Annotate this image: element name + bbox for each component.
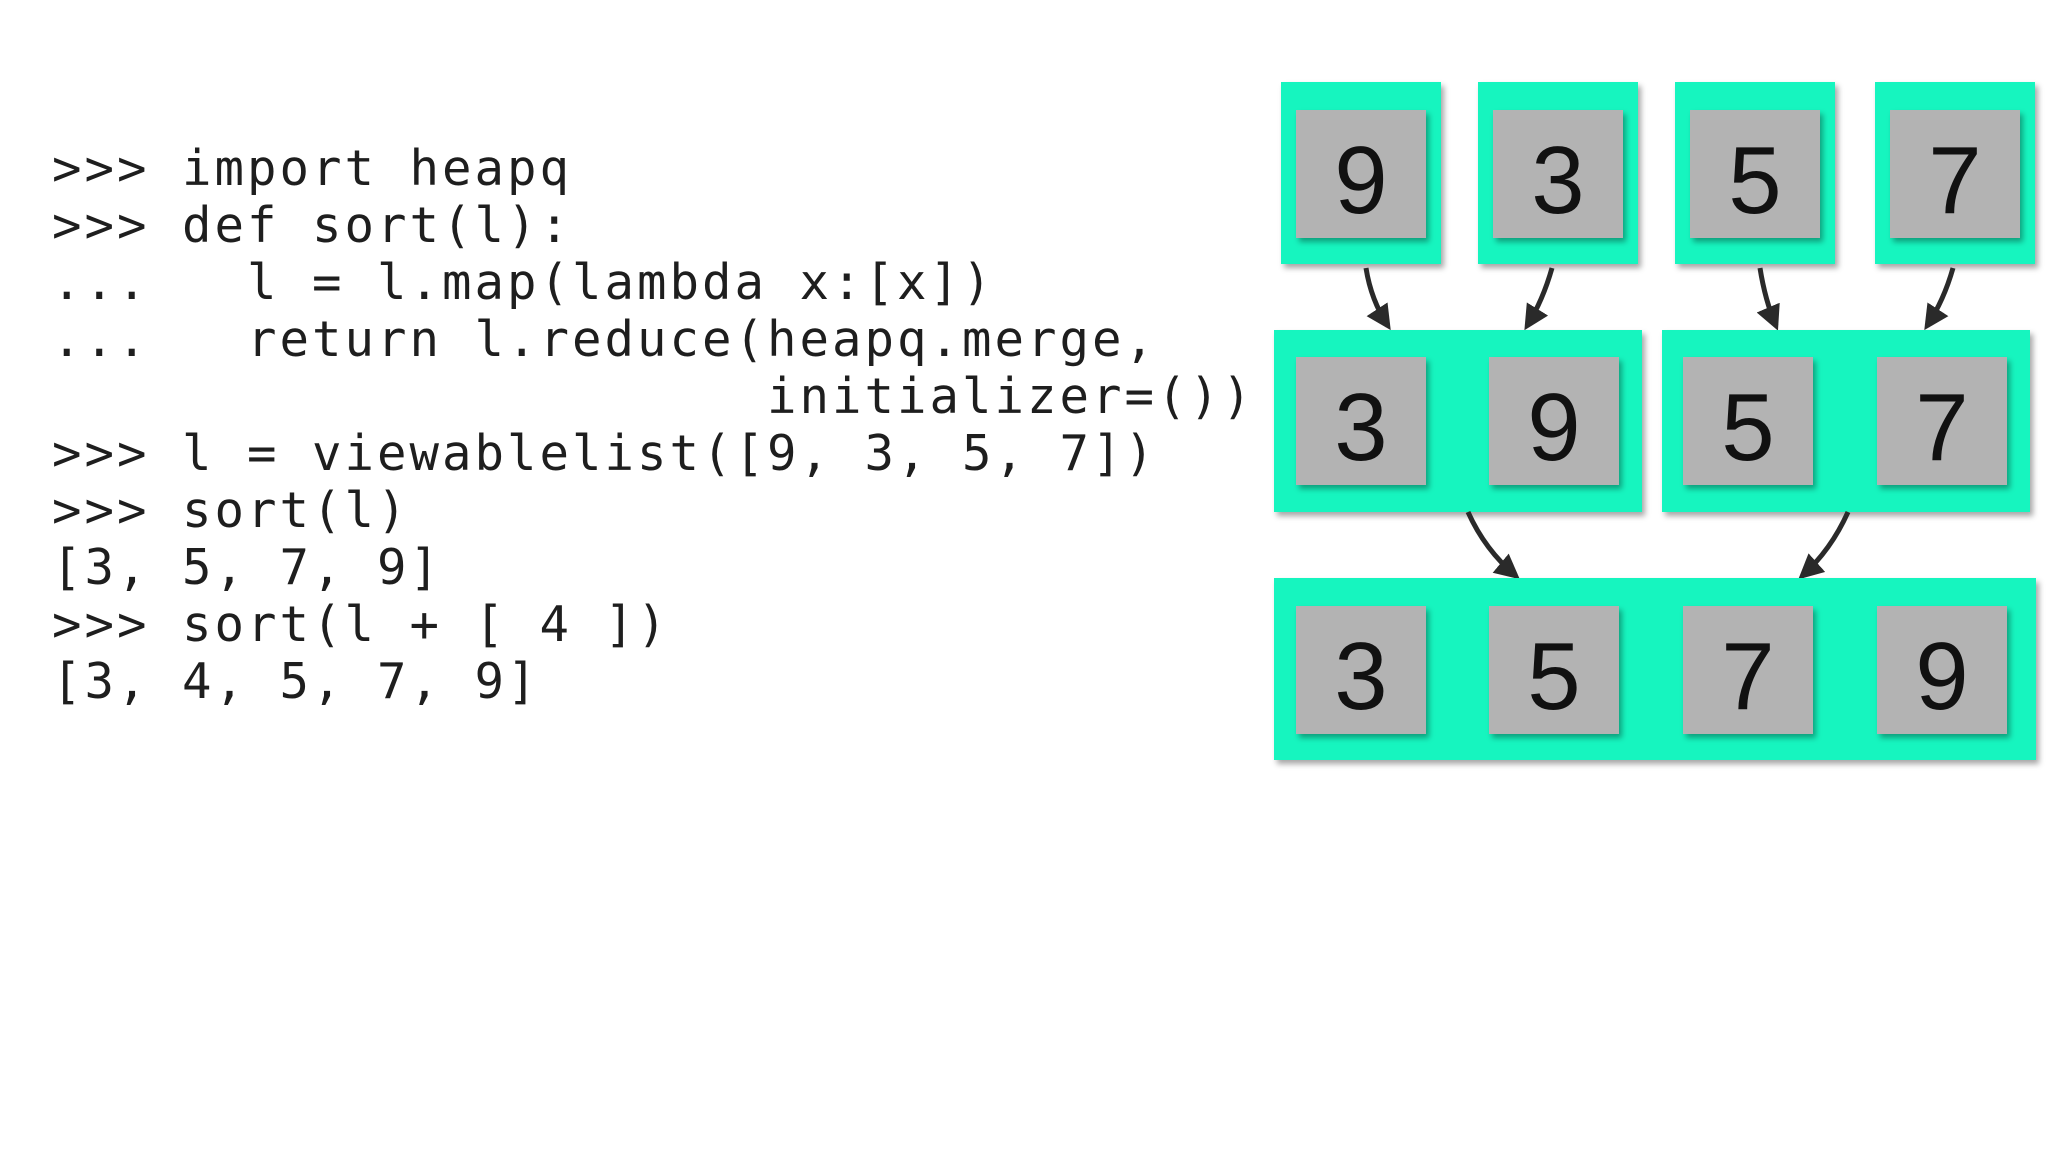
code-line: ... return l.reduce(heapq.merge,: [52, 311, 1158, 368]
cell-number: 3: [1334, 623, 1387, 730]
arrow-icon: [1524, 267, 1555, 331]
code-line: >>> def sort(l):: [52, 197, 573, 254]
arrow-icon: [1756, 267, 1780, 331]
level-1-row: 9 3 5 7: [1281, 82, 2035, 264]
number-cell: [1296, 110, 1426, 238]
cell-number: 9: [1527, 374, 1580, 481]
cell-number: 7: [1721, 623, 1774, 730]
code-line: [3, 4, 5, 7, 9]: [52, 653, 540, 710]
cell-number: 5: [1728, 127, 1781, 234]
code-line: >>> import heapq: [52, 140, 573, 197]
code-line: >>> sort(l): [52, 482, 410, 539]
cell-number: 3: [1531, 127, 1584, 234]
python-code-block: >>> import heapq>>> def sort(l):... l = …: [52, 140, 1255, 710]
number-cell: [1890, 110, 2020, 238]
code-line: ... l = l.map(lambda x:[x]): [52, 254, 995, 311]
number-cell: [1877, 606, 2007, 734]
arrow-icon: [1465, 510, 1520, 580]
arrow-icon: [1363, 267, 1391, 331]
number-cell: [1877, 357, 2007, 485]
number-cell: [1683, 606, 1813, 734]
merge-arrows-upper: [1363, 267, 1956, 331]
arrow-icon: [1798, 510, 1851, 580]
number-cell: [1296, 357, 1426, 485]
code-line: initializer=()): [52, 368, 1255, 425]
level-3-row: 3 5 7 9: [1274, 578, 2036, 760]
cell-number: 5: [1527, 623, 1580, 730]
level-2-row: 3 9 5 7: [1274, 330, 2030, 512]
number-cell: [1690, 110, 1820, 238]
code-line: [3, 5, 7, 9]: [52, 539, 443, 596]
cell-number: 7: [1928, 127, 1981, 234]
arrow-icon: [1924, 267, 1956, 331]
number-cell: [1493, 110, 1623, 238]
code-line: >>> l = viewablelist([9, 3, 5, 7]): [52, 425, 1158, 482]
code-line: >>> sort(l + [ 4 ]): [52, 596, 670, 653]
cell-number: 3: [1334, 374, 1387, 481]
cell-number: 7: [1915, 374, 1968, 481]
number-cell: [1296, 606, 1426, 734]
cell-number: 9: [1915, 623, 1968, 730]
number-cell: [1489, 357, 1619, 485]
cell-number: 5: [1721, 374, 1774, 481]
number-cell: [1683, 357, 1813, 485]
cell-number: 9: [1334, 127, 1387, 234]
number-cell: [1489, 606, 1619, 734]
merge-arrows-lower: [1465, 510, 1851, 580]
